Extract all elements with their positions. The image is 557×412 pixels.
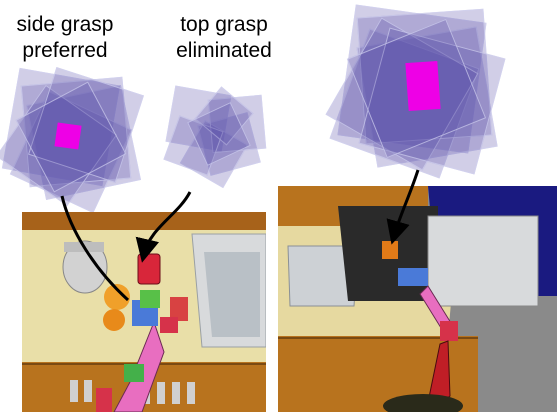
side-grasp-label: side grasp preferred	[2, 12, 128, 64]
robot-arm-right-icon	[383, 268, 463, 412]
top-grasp-label: top grasp eliminated	[158, 12, 290, 64]
top-grasp-arrow-icon	[135, 191, 192, 263]
side-grasp-label-line2: preferred	[22, 39, 108, 62]
side-grasp-arrow-icon	[60, 195, 130, 302]
side-grasp-label-line1: side grasp	[16, 13, 114, 36]
kitchen-scene-right	[278, 186, 557, 412]
kitchen-scene-left	[22, 212, 266, 412]
goal-grasp-arrow-icon	[386, 169, 420, 245]
robot-arm-icon	[96, 290, 178, 412]
top-grasp-label-line1: top grasp	[180, 13, 268, 36]
top-grasp-label-line2: eliminated	[176, 39, 272, 62]
